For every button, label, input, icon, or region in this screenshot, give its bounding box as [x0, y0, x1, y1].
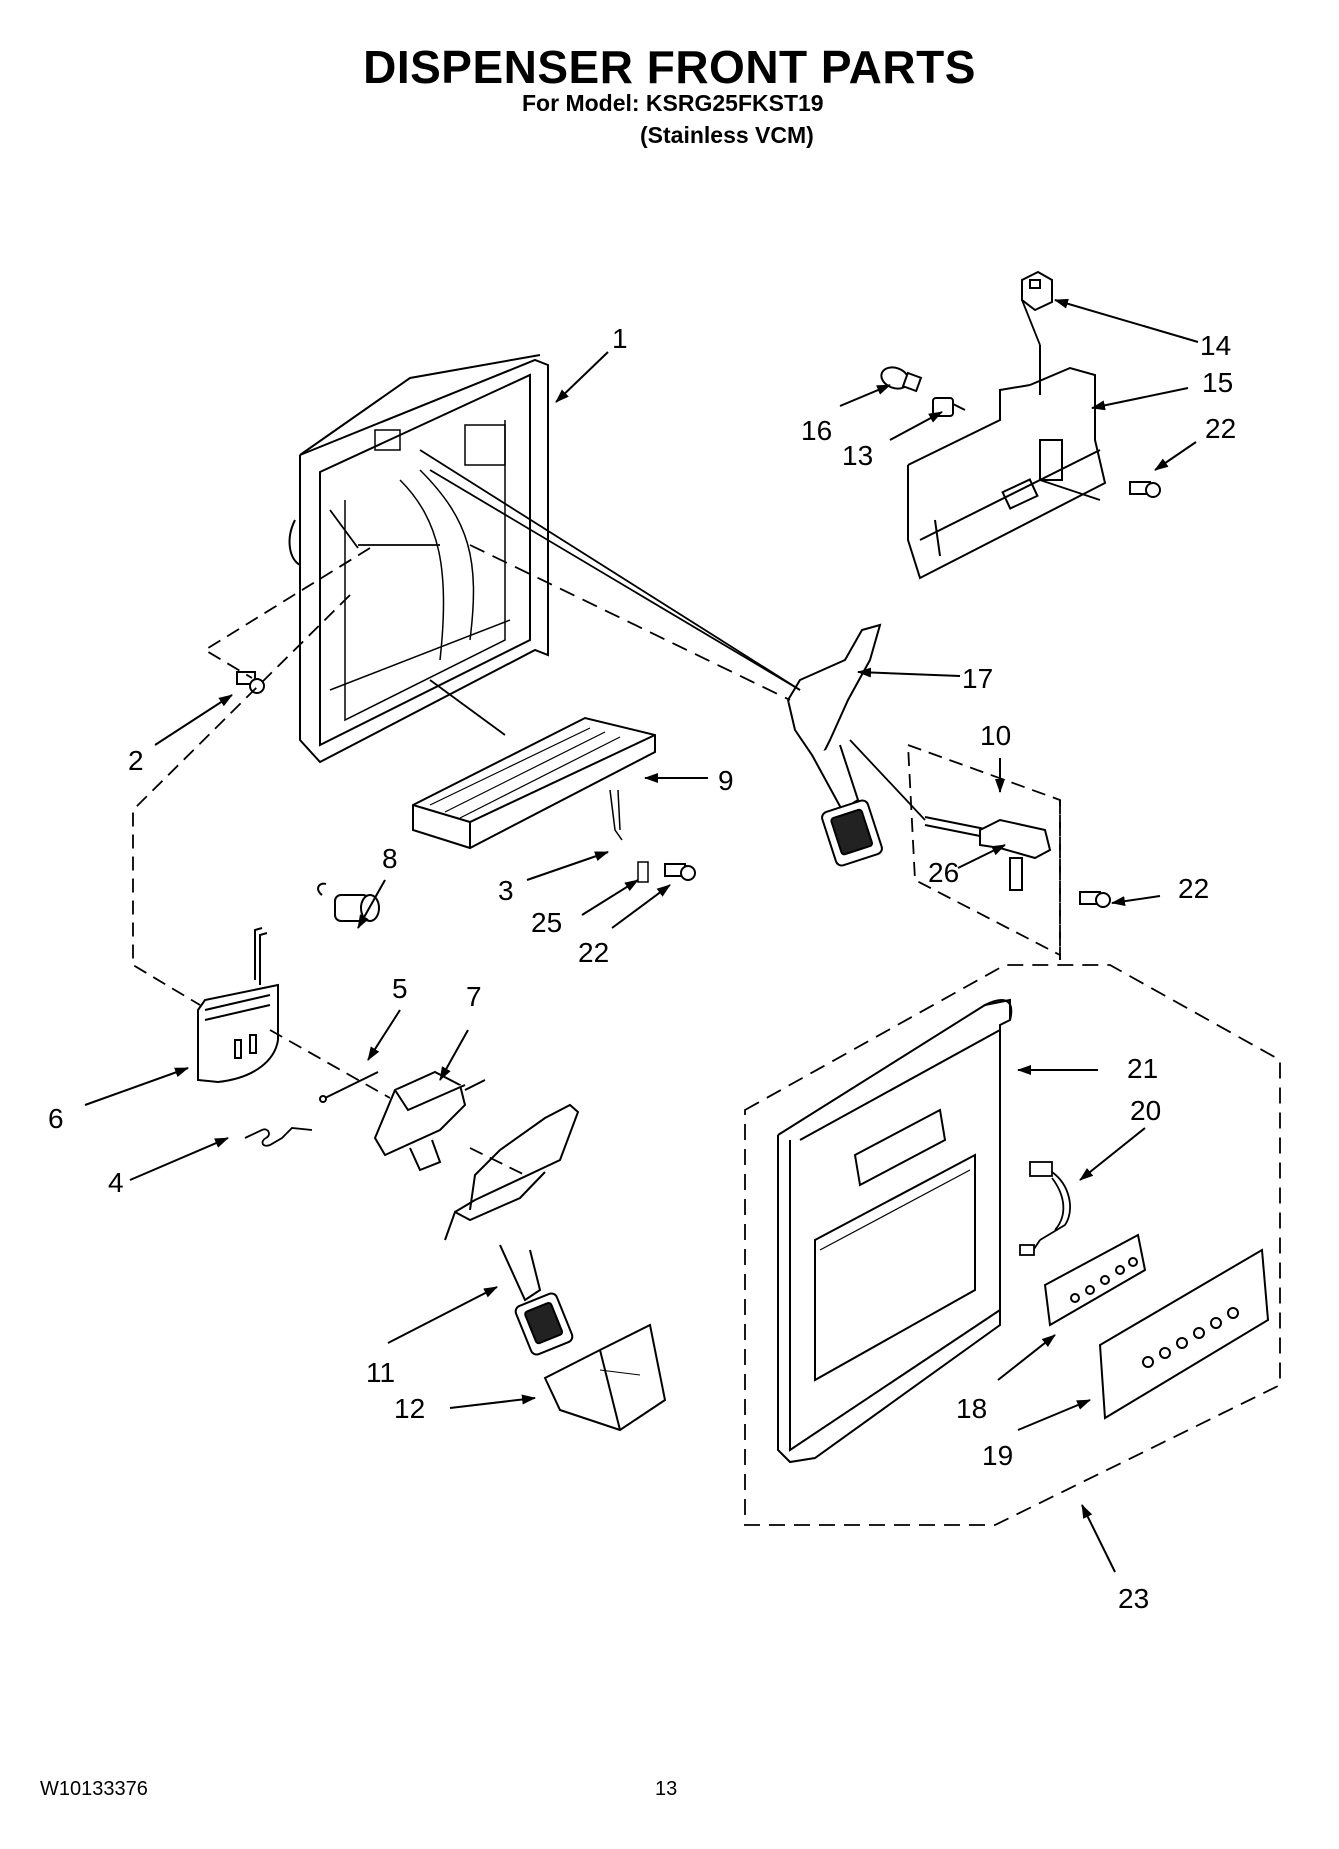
callout-label: 23	[1118, 1583, 1149, 1614]
page-number: 13	[655, 1778, 678, 1800]
dispenser-housing-part	[288, 354, 549, 764]
lever-part-7	[373, 1070, 486, 1172]
motor-part-8	[317, 882, 380, 922]
ice-paddle-part-11	[444, 1103, 580, 1356]
actuator-part-6	[197, 927, 279, 1084]
socket-part-13	[932, 397, 966, 417]
drip-tray-part	[412, 716, 656, 850]
spring-part-4	[244, 1127, 313, 1147]
callout-label: 6	[48, 1103, 64, 1134]
document-number: W10133376	[40, 1778, 148, 1800]
callout-label: 19	[982, 1440, 1013, 1471]
callout-label: 8	[382, 843, 398, 874]
callout-label: 9	[718, 765, 734, 796]
callout-label: 16	[801, 415, 832, 446]
callout-label: 20	[1130, 1095, 1161, 1126]
leader-arrows	[84, 298, 1199, 1573]
callout-label: 10	[980, 720, 1011, 751]
callout-label: 5	[392, 973, 408, 1004]
callout-label: 11	[366, 1357, 395, 1388]
callout-label: 22	[1205, 413, 1236, 444]
screw-part-22-upper	[1129, 481, 1161, 498]
callout-label: 12	[394, 1393, 425, 1424]
switch-part-14	[1021, 270, 1053, 312]
pin-part-5	[319, 1071, 379, 1103]
screw-part-2	[236, 671, 265, 694]
callout-label: 22	[578, 937, 609, 968]
callout-label: 13	[842, 440, 873, 471]
water-paddle-part-17	[787, 623, 883, 867]
model-line: For Model: KSRG25FKST19	[522, 90, 824, 116]
callout-label: 15	[1202, 367, 1233, 398]
callout-label: 18	[956, 1393, 987, 1424]
page-title: DISPENSER FRONT PARTS	[363, 41, 976, 93]
clip-parts-3-25	[609, 789, 649, 883]
callout-label: 3	[498, 875, 514, 906]
callout-label: 2	[128, 745, 144, 776]
front-panel-part-21	[777, 998, 1013, 1464]
callout-label: 1	[612, 323, 628, 354]
callout-label: 26	[928, 857, 959, 888]
callout-label: 21	[1127, 1053, 1158, 1084]
callout-label: 25	[531, 907, 562, 938]
control-board-part-18	[1043, 1233, 1147, 1327]
ice-chute-part-12	[543, 1323, 667, 1432]
callout-label: 17	[962, 663, 993, 694]
screw-part-22-lower	[664, 863, 696, 881]
bracket-part-15	[907, 345, 1107, 580]
screw-part-22-mid	[1079, 891, 1111, 908]
lamp-part-16	[880, 366, 923, 393]
assembly-guide-lines	[132, 299, 1281, 1526]
callout-label: 14	[1200, 330, 1231, 361]
finish-line: (Stainless VCM)	[640, 122, 814, 148]
control-overlay-part-19	[1098, 1248, 1270, 1420]
callout-label: 4	[108, 1167, 124, 1198]
lever-assembly-part-10	[924, 816, 1052, 891]
callout-label: 7	[466, 981, 482, 1012]
callout-label: 22	[1178, 873, 1209, 904]
callout-labels: 1 2 3 4 5 6 7 8 9 10 11 12 13 14 15 16 1…	[48, 323, 1236, 1614]
wire-harness-part-20	[1019, 1161, 1071, 1256]
